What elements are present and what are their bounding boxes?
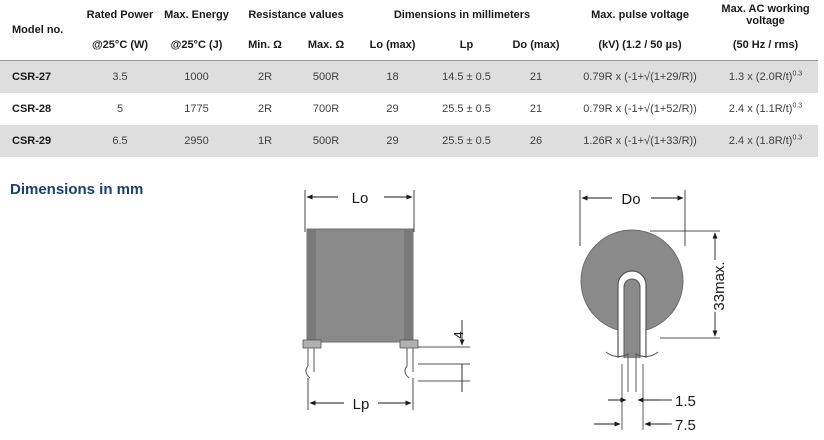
header-lo: Lo (max) xyxy=(369,39,416,51)
header-ac-voltage: Max. AC working voltage xyxy=(713,0,818,30)
lo-label: Lo xyxy=(352,190,369,207)
header-lp: Lp xyxy=(459,39,474,51)
header-pulse-voltage-unit: (kV) (1.2 / 50 µs) xyxy=(598,39,682,51)
cell-model: CSR-28 xyxy=(12,103,52,115)
cell-ac-base: 1.3 x (2.0R/t) xyxy=(728,71,793,83)
cell-do: 21 xyxy=(529,103,543,115)
header-ac-voltage-unit: (50 Hz / rms) xyxy=(732,39,799,51)
header-max-ohm: Max. Ω xyxy=(307,39,345,51)
cell-energy: 1775 xyxy=(184,103,209,115)
cell-lo: 18 xyxy=(357,60,429,93)
cell-pulse: 0.79R x (-1+√(1+29/R)) xyxy=(567,60,714,93)
header-max-energy-unit: @25°C (J) xyxy=(170,39,223,51)
pitch-small-label: 1.5 xyxy=(675,393,696,410)
lead-length-label: 4 xyxy=(451,331,466,338)
header-rated-power-unit: @25°C (W) xyxy=(91,39,149,51)
cell-power: 5 xyxy=(116,103,124,115)
resistor-body-edge-left xyxy=(307,229,316,342)
table-row: CSR-29 6.5 2950 1R 500R 29 25.5 ± 0.5 26… xyxy=(0,125,819,157)
cell-ac: 2.4 x (1.1R/t)0.3 xyxy=(713,93,818,125)
cell-do: 26 xyxy=(505,125,568,157)
cell-ac: 2.4 x (1.8R/t)0.3 xyxy=(713,125,819,157)
spec-table-container: Model no. Rated Power Max. Energy Resist… xyxy=(0,0,819,157)
cell-lo: 29 xyxy=(386,103,399,115)
front-view-drawing: Do 33max. 1.5 7.5 xyxy=(579,190,728,434)
height-label: 33max. xyxy=(711,261,728,310)
lead-loop-inner xyxy=(623,278,641,358)
cell-ac-exponent: 0.3 xyxy=(792,70,803,78)
cell-min: 2R xyxy=(235,60,295,93)
cell-ac-exponent: 0.3 xyxy=(792,102,803,110)
cell-lp: 14.5 ± 0.5 xyxy=(428,60,506,93)
cell-max: 500R xyxy=(295,60,358,93)
header-ac-voltage-line2: voltage xyxy=(746,15,785,27)
cell-energy: 2950 xyxy=(158,125,235,157)
cell-max: 700R xyxy=(312,103,340,115)
resistor-body xyxy=(306,228,414,343)
cell-ac-base: 2.4 x (1.8R/t) xyxy=(728,135,793,147)
cell-model: CSR-27 xyxy=(0,60,82,93)
header-pulse-voltage: Max. pulse voltage xyxy=(591,9,689,21)
header-max-energy: Max. Energy xyxy=(164,9,229,21)
cell-pulse: 0.79R x (-1+√(1+52/R)) xyxy=(583,103,697,115)
cell-lp: 25.5 ± 0.5 xyxy=(442,103,491,115)
pitch-large-label: 7.5 xyxy=(675,417,696,434)
cell-ac: 1.3 x (2.0R/t)0.3 xyxy=(713,60,819,93)
cell-do: 21 xyxy=(505,60,568,93)
lp-label: Lp xyxy=(353,396,370,413)
header-ac-voltage-line1: Max. AC working xyxy=(721,3,810,15)
header-do: Do (max) xyxy=(512,39,560,51)
resistor-body-edge-right xyxy=(404,229,413,342)
header-dimensions-group: Dimensions in millimeters xyxy=(393,9,531,21)
cell-power: 3.5 xyxy=(82,60,158,93)
cell-min: 2R xyxy=(257,103,273,115)
header-resistance-group: Resistance values xyxy=(248,9,344,21)
cell-energy: 1000 xyxy=(158,60,235,93)
cell-power: 6.5 xyxy=(82,125,158,157)
side-view-drawing: Lo 4 Lp xyxy=(302,190,470,413)
cell-ac-exponent: 0.3 xyxy=(792,134,803,142)
spec-table: Model no. Rated Power Max. Energy Resist… xyxy=(0,0,819,157)
cell-lp: 25.5 ± 0.5 xyxy=(428,125,506,157)
table-row: CSR-27 3.5 1000 2R 500R 18 14.5 ± 0.5 21… xyxy=(0,60,819,93)
header-model: Model no. xyxy=(12,24,64,36)
cell-min: 1R xyxy=(235,125,295,157)
do-label: Do xyxy=(621,191,640,208)
section-heading: Dimensions in mm xyxy=(10,181,144,198)
cell-ac-base: 2.4 x (1.1R/t) xyxy=(728,103,793,115)
cell-lo: 29 xyxy=(357,125,429,157)
header-min-ohm: Min. Ω xyxy=(248,39,282,51)
cell-max: 500R xyxy=(295,125,358,157)
header-rated-power: Rated Power xyxy=(86,9,154,21)
cell-model: CSR-29 xyxy=(0,125,82,157)
cell-pulse: 1.26R x (-1+√(1+33/R)) xyxy=(567,125,714,157)
table-row: CSR-28 5 1775 2R 700R 29 25.5 ± 0.5 21 0… xyxy=(0,93,818,125)
